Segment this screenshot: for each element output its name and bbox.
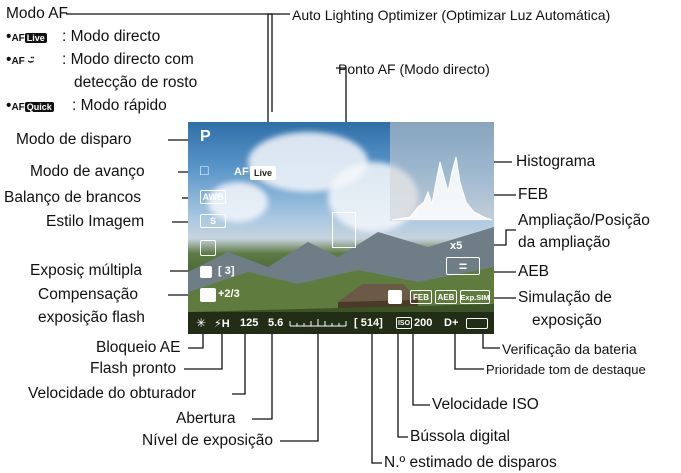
expsim-badge: Exp.SIM <box>460 290 490 304</box>
label-abertura: Abertura <box>176 410 235 428</box>
iso-badge: ISO <box>396 317 412 329</box>
live-view-screen: P □ AF Live AWB S [ 3] +2/3 x5 = FEB AEB… <box>188 122 494 334</box>
feb-badge: FEB <box>410 290 432 304</box>
aperture-value: 5.6 <box>268 317 283 329</box>
label-ampliacao-1: Ampliação/Posição <box>518 212 650 230</box>
af-live-glyph: AF <box>11 33 24 44</box>
label-balanco: Balanço de brancos <box>4 189 141 207</box>
label-estilo: Estilo Imagem <box>46 213 144 231</box>
iso-value: 200 <box>414 317 432 329</box>
white-balance-icon: AWB <box>200 190 226 204</box>
label-af-quick: : Modo rápido <box>72 97 167 115</box>
line-iso <box>413 327 430 405</box>
label-flash-pronto: Flash pronto <box>90 360 176 378</box>
compass-icon <box>388 290 402 304</box>
label-bussola: Bússola digital <box>410 428 510 446</box>
aeb-badge: AEB <box>435 290 457 304</box>
af-live-badge: Live <box>250 166 276 180</box>
histogram-panel <box>390 122 494 221</box>
label-comp-flash-1: Compensação <box>38 286 138 304</box>
label-aeb: AEB <box>518 263 549 281</box>
line-ampl <box>494 230 516 245</box>
alo-icon <box>200 240 216 256</box>
label-simulacao-2: exposição <box>532 312 602 330</box>
af-prefix: AF <box>234 166 249 178</box>
label-velocidade-obturador: Velocidade do obturador <box>28 385 196 403</box>
line-abertura <box>252 327 272 419</box>
ae-lock-icon: ✳ <box>196 316 206 330</box>
flash-comp-icon <box>200 288 216 302</box>
drive-mode-icon: □ <box>200 162 208 178</box>
picture-style-icon: S <box>200 214 226 228</box>
shutter-value: 125 <box>240 317 258 329</box>
label-n-estimado: N.º estimado de disparos <box>384 454 557 472</box>
shots-remaining-value: [ 514] <box>354 317 383 329</box>
label-comp-flash-2: exposição flash <box>38 309 145 327</box>
line-nest <box>372 327 382 463</box>
label-af-live: : Modo directo <box>62 28 160 46</box>
label-modo-avanco: Modo de avanço <box>30 163 145 181</box>
label-bateria: Verificação da bateria <box>502 340 637 358</box>
label-prioridade: Prioridade tom de destaque <box>486 361 646 379</box>
af-live-badge-icon: Live <box>25 33 47 43</box>
label-nivel-exposicao: Nível de exposição <box>142 432 273 450</box>
flash-comp-value: +2/3 <box>218 288 240 300</box>
histogram-graph <box>390 122 494 221</box>
label-ponto-af: Ponto AF (Modo directo) <box>338 60 490 78</box>
label-af-face-2: detecção de rosto <box>74 74 197 92</box>
af-point-box <box>332 212 356 248</box>
shooting-mode-value: P <box>200 128 211 146</box>
highlight-tone-priority: D+ <box>444 317 458 329</box>
label-exposic-multipla: Exposiç múltipla <box>30 262 142 280</box>
line-obt <box>232 327 245 394</box>
label-simulacao-1: Simulação de <box>518 289 612 307</box>
label-feb: FEB <box>518 186 548 204</box>
magnify-value: x5 <box>450 240 462 252</box>
af-face-row: •AF ⌣̈ <box>6 51 34 71</box>
label-velocidade-iso: Velocidade ISO <box>432 396 539 414</box>
multi-exposure-value: [ 3] <box>218 265 235 277</box>
multi-exposure-icon <box>200 266 212 278</box>
line-nivel <box>280 327 318 441</box>
flash-ready-icon: ⚡H <box>214 317 230 330</box>
af-quick-badge-icon: Quick <box>25 102 54 112</box>
label-modo-af: Modo AF <box>6 5 68 23</box>
exposure-level-scale <box>288 317 348 329</box>
label-ampliacao-2: da ampliação <box>518 234 610 252</box>
label-bloqueio-ae: Bloqueio AE <box>96 339 180 357</box>
magnify-position-box: = <box>446 257 480 275</box>
label-alo: Auto Lighting Optimizer (Optimizar Luz A… <box>292 6 610 24</box>
af-quick-glyph: AF <box>11 102 24 113</box>
label-af-face: : Modo directo com <box>62 51 194 69</box>
label-histograma: Histograma <box>516 153 595 171</box>
battery-icon <box>466 318 488 329</box>
af-face-glyph: AF ⌣̈ <box>11 56 34 67</box>
label-modo-disparo: Modo de disparo <box>16 131 131 149</box>
